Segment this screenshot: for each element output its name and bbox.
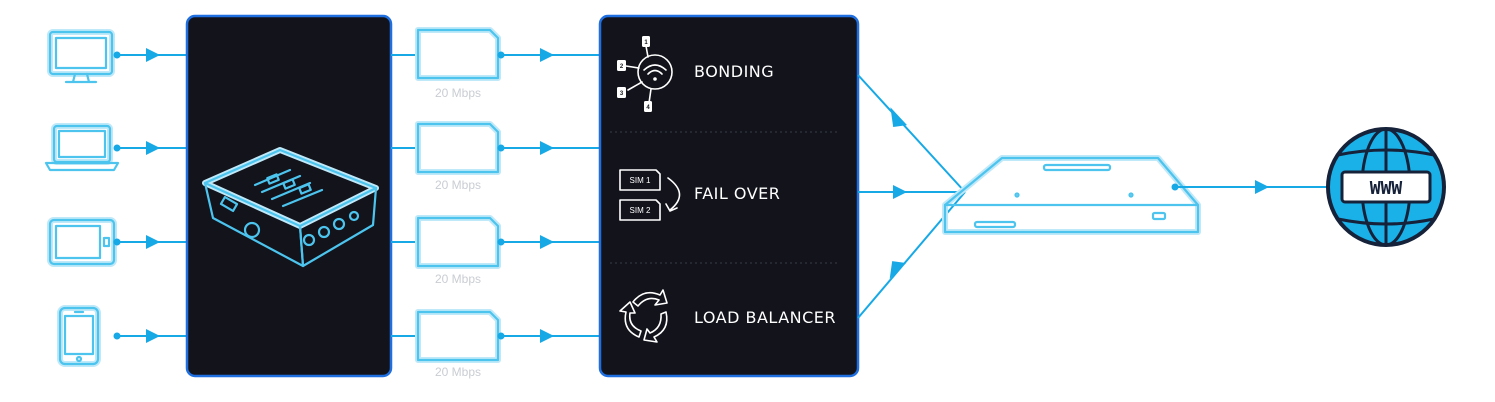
failover-label: FAIL OVER: [694, 184, 780, 203]
device-links: [113, 48, 187, 343]
speed-label-1: 20 Mbps: [435, 86, 481, 100]
bonding-icon: 1 2 3 4: [617, 36, 673, 112]
failover-sim-1: SIM 1: [630, 176, 651, 185]
aggregation-links: [857, 74, 966, 319]
load-balancer-label: LOAD BALANCER: [694, 308, 836, 327]
sim-card-4: [415, 309, 501, 363]
failover-sim-2: SIM 2: [630, 206, 651, 215]
bonding-number-1: 1: [644, 40, 648, 46]
globe-icon: WWW: [1326, 127, 1446, 247]
sim-links: [497, 48, 600, 343]
router-device-icon: [202, 147, 379, 268]
router-panel: [185, 14, 393, 378]
bonding-number-3: 3: [620, 91, 624, 97]
router-links: [391, 54, 418, 337]
load-balancer-icon: [619, 289, 668, 343]
sim-card-3: [415, 215, 501, 269]
server-appliance-icon: [942, 155, 1201, 235]
failover-icon: SIM 1 SIM 2: [619, 169, 681, 221]
tablet-icon: [47, 217, 117, 267]
speed-label-3: 20 Mbps: [435, 272, 481, 286]
bonding-label: BONDING: [694, 62, 774, 81]
sim-card-2: [415, 121, 501, 175]
features-panel: [598, 14, 860, 378]
internet-link: [1171, 180, 1330, 194]
bonding-number-2: 2: [620, 64, 624, 70]
bonding-number-4: 4: [646, 105, 650, 111]
phone-icon: [57, 305, 101, 367]
laptop-icon: [44, 123, 120, 172]
speed-label-4: 20 Mbps: [435, 365, 481, 379]
desktop-icon: [47, 29, 115, 84]
speed-label-2: 20 Mbps: [435, 178, 481, 192]
globe-www-label: WWW: [1370, 178, 1403, 199]
sim-card-1: [415, 27, 501, 81]
